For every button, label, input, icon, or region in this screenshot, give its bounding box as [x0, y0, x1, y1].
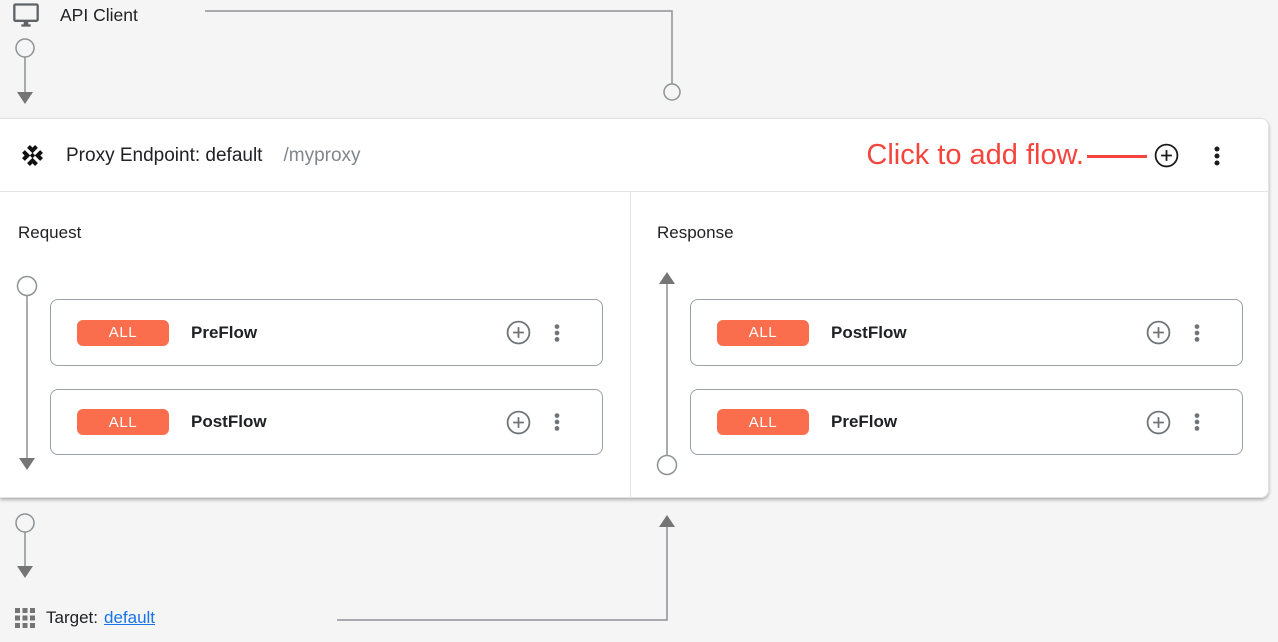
flow-menu-button[interactable]	[546, 320, 568, 346]
plus-circle-icon	[1146, 410, 1171, 434]
request-response-divider	[630, 192, 631, 498]
connector-apiclient-response-line	[205, 10, 673, 84]
monitor-icon	[13, 3, 39, 27]
response-panel-label: Response	[657, 223, 734, 242]
proxy-endpoint-icon	[22, 145, 43, 166]
request-postflow-row[interactable]: ALL PostFlow	[50, 389, 603, 455]
flow-name: PreFlow	[831, 412, 898, 431]
arrow-up-icon	[659, 515, 675, 527]
target-label: Target:	[46, 608, 98, 627]
flow-name: PreFlow	[191, 322, 258, 342]
kebab-menu-icon	[1194, 323, 1200, 342]
api-client-label: API Client	[60, 4, 138, 25]
flow-menu-button[interactable]	[546, 409, 568, 435]
arrow-down-icon	[17, 566, 33, 578]
proxy-endpoint-header: Proxy Endpoint: default /myproxy Click t…	[0, 119, 1268, 192]
plus-circle-icon	[1154, 143, 1179, 168]
flows-body: Request Response ALL PreFlow	[0, 192, 1268, 498]
proxy-endpoint-title: Proxy Endpoint: default	[66, 144, 263, 166]
add-flow-button[interactable]	[1153, 142, 1180, 169]
add-policy-button[interactable]	[1145, 319, 1172, 346]
plus-circle-icon	[1146, 320, 1171, 345]
api-client: API Client	[10, 1, 138, 29]
response-postflow-row[interactable]: ALL PostFlow	[690, 299, 1243, 366]
kebab-menu-icon	[554, 413, 560, 431]
connector-request-start-circle	[15, 38, 35, 58]
flow-menu-button[interactable]	[1186, 409, 1208, 435]
add-flow-annotation: Click to add flow.	[866, 119, 1229, 192]
kebab-menu-icon	[554, 323, 560, 342]
grid-icon	[15, 608, 35, 628]
request-panel-label: Request	[18, 223, 82, 242]
arrow-down-icon	[17, 92, 33, 104]
endpoint-menu-button[interactable]	[1205, 143, 1229, 169]
response-preflow-row[interactable]: ALL PreFlow	[690, 389, 1243, 455]
proxy-endpoint-card: Proxy Endpoint: default /myproxy Click t…	[0, 118, 1269, 498]
plus-circle-icon	[506, 410, 531, 434]
flow-menu-button[interactable]	[1186, 320, 1208, 346]
plus-circle-icon	[506, 320, 531, 345]
request-preflow-row[interactable]: ALL PreFlow	[50, 299, 603, 366]
target-default-link[interactable]: default	[103, 608, 156, 627]
condition-badge: ALL	[77, 409, 169, 435]
condition-badge: ALL	[717, 409, 809, 435]
flow-name: PostFlow	[831, 322, 907, 342]
condition-badge: ALL	[77, 319, 169, 346]
condition-badge: ALL	[717, 319, 809, 346]
kebab-menu-icon	[1214, 146, 1220, 165]
annotation-pointer-line	[1087, 155, 1147, 158]
add-policy-button[interactable]	[505, 319, 532, 346]
proxy-endpoint-basepath: /myproxy	[283, 144, 361, 166]
target-row: Target: default	[15, 608, 155, 628]
flow-name: PostFlow	[191, 412, 267, 431]
add-flow-annotation-text: Click to add flow.	[866, 139, 1084, 171]
add-policy-button[interactable]	[1145, 409, 1172, 436]
kebab-menu-icon	[1194, 413, 1200, 431]
connector-response-out-circle	[663, 83, 681, 101]
add-policy-button[interactable]	[505, 409, 532, 436]
